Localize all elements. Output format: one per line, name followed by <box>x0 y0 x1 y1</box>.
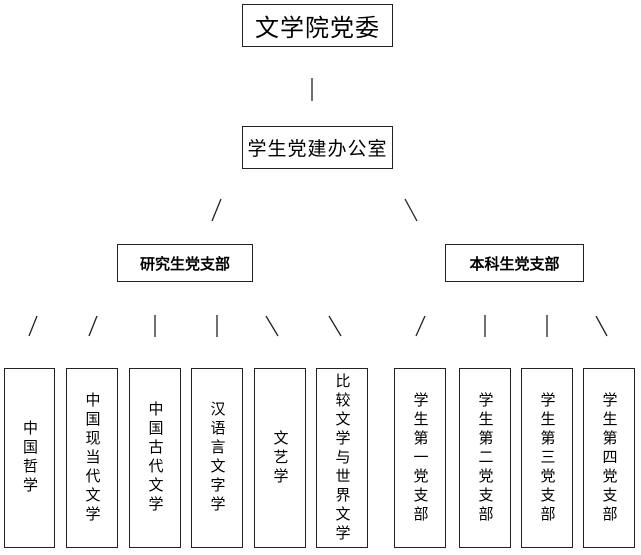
leaf-chinese-philosophy: 中国哲学 <box>4 368 55 548</box>
leaf-label: 学生第一党支部 <box>411 391 430 525</box>
connector-grad-leaf-6 <box>328 315 342 337</box>
leaf-ancient-literature: 中国古代文学 <box>129 368 181 548</box>
leaf-student-branch-2: 学生第二党支部 <box>459 368 511 548</box>
connector-grad-leaf-2 <box>88 315 98 337</box>
branch-undergraduate: 本科生党支部 <box>445 244 584 282</box>
connector-office-graduate <box>211 198 222 222</box>
leaf-label: 中国古代文学 <box>146 401 165 515</box>
office-label: 学生党建办公室 <box>247 138 388 160</box>
connector-ug-leaf-1 <box>415 315 426 337</box>
leaf-label: 比较文学与世界文学 <box>333 372 352 544</box>
branch-graduate-label: 研究生党支部 <box>139 254 230 273</box>
root-node: 文学院党委 <box>242 4 393 47</box>
connector-ug-leaf-4 <box>595 315 608 337</box>
office-node: 学生党建办公室 <box>242 126 393 169</box>
leaf-label: 汉语言文字学 <box>208 401 227 515</box>
leaf-label: 中国哲学 <box>21 420 39 496</box>
leaf-linguistics-philology: 汉语言文字学 <box>191 368 243 548</box>
leaf-modern-contemporary-literature: 中国现当代文学 <box>66 368 118 548</box>
connector-grad-leaf-5 <box>265 315 279 337</box>
leaf-label: 学生第二党支部 <box>476 391 495 525</box>
leaf-label: 中国现当代文学 <box>83 391 102 525</box>
branch-graduate: 研究生党支部 <box>117 244 253 282</box>
branch-undergraduate-label: 本科生党支部 <box>469 254 560 273</box>
leaf-student-branch-4: 学生第四党支部 <box>583 368 635 548</box>
leaf-student-branch-1: 学生第一党支部 <box>394 368 446 548</box>
leaf-label: 学生第三党支部 <box>538 391 557 525</box>
connector-office-undergrad <box>404 198 418 222</box>
leaf-literary-theory: 文艺学 <box>254 368 306 548</box>
leaf-label: 学生第四党支部 <box>600 391 619 525</box>
root-label: 文学院党委 <box>255 14 380 42</box>
leaf-comparative-world-literature: 比较文学与世界文学 <box>316 368 368 548</box>
leaf-student-branch-3: 学生第三党支部 <box>521 368 573 548</box>
connector-grad-leaf-1 <box>28 315 38 337</box>
leaf-label: 文艺学 <box>271 429 290 487</box>
